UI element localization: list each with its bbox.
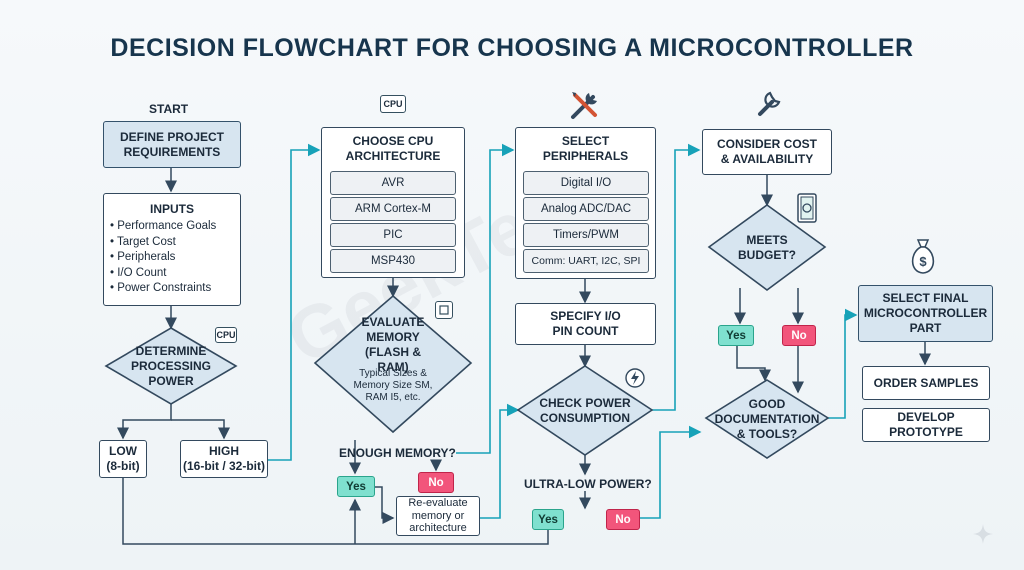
cpu-chip-icon: CPU [215, 327, 237, 343]
budget-no-badge: No [782, 325, 816, 346]
svg-text:$: $ [919, 254, 927, 269]
check-power-text: CHECK POWER CONSUMPTION [539, 396, 631, 425]
develop-prototype-box: DEVELOP PROTOTYPE [862, 408, 990, 442]
cpu-chip-icon: CPU [380, 95, 406, 113]
evaluate-memory-text: EVALUATE MEMORY (FLASH & RAM) [361, 315, 425, 374]
consider-cost-box: CONSIDER COST & AVAILABILITY [702, 129, 832, 175]
docs-diamond [704, 379, 830, 459]
inputs-list: Performance Goals Target Cost Peripheral… [110, 219, 216, 297]
order-samples-box: ORDER SAMPLES [862, 366, 990, 400]
memory-detail-text: Typical Sizes & Memory Size SM, RAM I5, … [353, 368, 433, 403]
inputs-item: Performance Goals [110, 219, 216, 235]
start-label: START [149, 102, 189, 116]
memory-no-badge: No [418, 472, 454, 493]
select-final-part-box: SELECT FINAL MICROCONTROLLER PART [858, 285, 993, 342]
money-bag-icon: $ [906, 236, 940, 276]
power-no-badge: No [606, 509, 640, 530]
budget-yes-badge: Yes [718, 325, 754, 346]
good-documentation-text: GOOD DOCUMENTATION & TOOLS? [714, 396, 820, 441]
inputs-item: I/O Count [110, 266, 216, 282]
peripheral-option-comm: Comm: UART, I2C, SPI [523, 249, 649, 273]
wrench-icon [752, 88, 784, 120]
inputs-item: Peripherals [110, 250, 216, 266]
define-requirements-box: DEFINE PROJECT REQUIREMENTS [103, 121, 241, 168]
budget-diamond [707, 204, 827, 291]
page-title: DECISION FLOWCHART FOR CHOOSING A MICROC… [110, 34, 914, 62]
select-peripherals-title: SELECT PERIPHERALS [542, 134, 629, 163]
specify-pin-count-box: SPECIFY I/O PIN COUNT [515, 303, 656, 345]
cpu-option-pic: PIC [330, 223, 456, 247]
high-16-32bit-box: HIGH (16-bit / 32-bit) [180, 440, 268, 478]
sparkle-icon [972, 523, 994, 545]
low-8bit-box: LOW (8-bit) [99, 440, 147, 478]
cpu-option-arm: ARM Cortex-M [330, 197, 456, 221]
inputs-item: Target Cost [110, 235, 216, 251]
money-bill-icon [796, 192, 818, 224]
determine-processing-text: DETERMINE PROCESSING POWER [130, 344, 211, 388]
power-yes-badge: Yes [532, 509, 564, 530]
power-bolt-icon [624, 367, 646, 389]
chip-icon [439, 305, 449, 315]
meets-budget-text: MEETS BUDGET? [738, 233, 796, 262]
ultra-low-power-label: ULTRA-LOW POWER? [524, 477, 652, 491]
inputs-title: INPUTS [149, 202, 194, 216]
reevaluate-box: Re-evaluate memory or architecture [396, 496, 480, 536]
cpu-option-avr: AVR [330, 171, 456, 195]
peripheral-option-timers: Timers/PWM [523, 223, 649, 247]
peripheral-option-adc-dac: Analog ADC/DAC [523, 197, 649, 221]
memory-yes-badge: Yes [337, 476, 375, 497]
cpu-option-msp430: MSP430 [330, 249, 456, 273]
inputs-item: Power Constraints [110, 281, 216, 297]
determine-diamond [104, 327, 238, 405]
wrench-screwdriver-icon [567, 87, 603, 123]
choose-cpu-title: CHOOSE CPU ARCHITECTURE [345, 134, 441, 163]
power-diamond [516, 365, 654, 456]
memory-chip-icon [435, 301, 453, 319]
peripheral-option-digital-io: Digital I/O [523, 171, 649, 195]
enough-memory-label: ENOUGH MEMORY? [339, 446, 456, 460]
memory-diamond [313, 294, 473, 434]
